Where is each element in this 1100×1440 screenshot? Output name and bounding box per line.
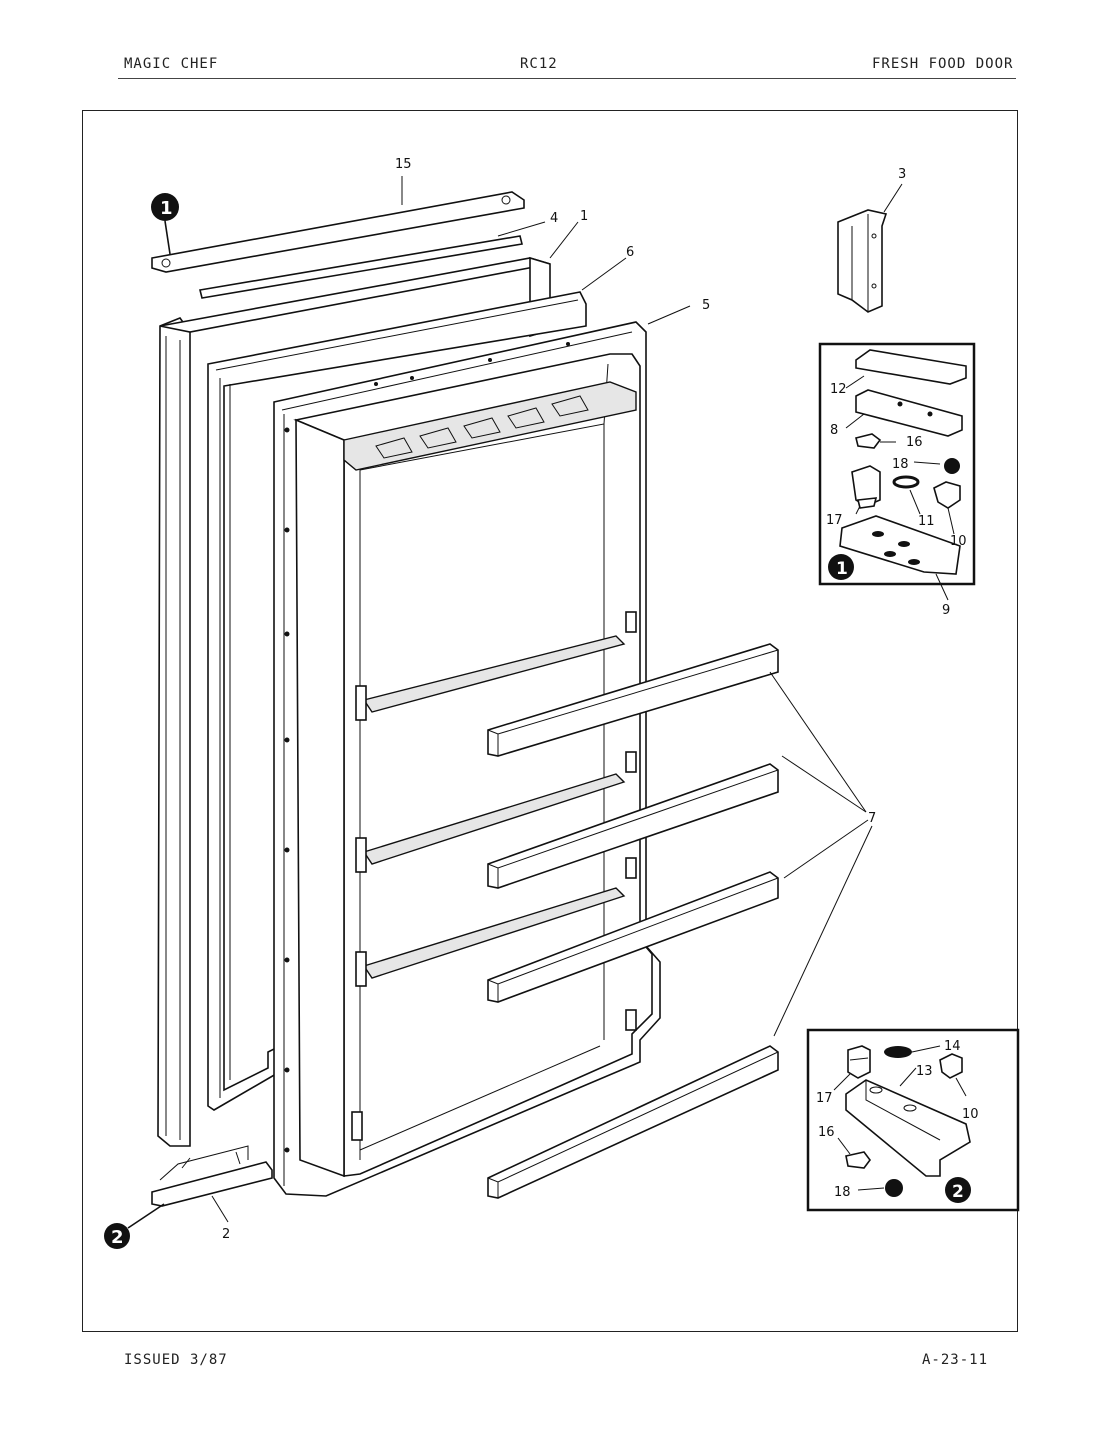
marker-1-top: 1 bbox=[151, 193, 179, 255]
callout-15: 15 bbox=[395, 157, 412, 172]
callout-12: 12 bbox=[830, 382, 847, 397]
diagram-frame bbox=[82, 110, 1018, 1332]
part-3-hinge-cover bbox=[837, 209, 888, 313]
part-15-top-strip bbox=[151, 191, 525, 273]
callout-16-bottom: 16 bbox=[818, 1125, 835, 1140]
callout-6: 6 bbox=[626, 245, 634, 260]
callout-17-bottom: 17 bbox=[816, 1091, 833, 1106]
header-section: FRESH FOOD DOOR bbox=[872, 56, 1014, 72]
callout-14: 14 bbox=[944, 1039, 961, 1054]
part-4-trim bbox=[199, 235, 523, 299]
callout-7: 7 bbox=[868, 811, 876, 826]
leader-3 bbox=[883, 183, 903, 213]
callout-9: 9 bbox=[942, 603, 950, 618]
header-model: RC12 bbox=[520, 56, 558, 72]
svg-text:1: 1 bbox=[836, 559, 848, 579]
leader-5 bbox=[647, 305, 691, 325]
callout-11: 11 bbox=[918, 514, 935, 529]
leader-1 bbox=[549, 221, 579, 259]
svg-text:2: 2 bbox=[952, 1182, 964, 1202]
callout-1: 1 bbox=[580, 209, 588, 224]
callout-2: 2 bbox=[222, 1227, 230, 1242]
header-rule bbox=[118, 78, 1016, 79]
callout-10-bottom: 10 bbox=[962, 1107, 979, 1122]
header-brand: MAGIC CHEF bbox=[124, 56, 219, 72]
svg-text:1: 1 bbox=[160, 198, 173, 219]
callout-3: 3 bbox=[898, 167, 906, 182]
part-5-door-liner bbox=[273, 321, 661, 1197]
callout-10-top: 10 bbox=[950, 534, 967, 549]
callout-18-bottom: 18 bbox=[834, 1185, 851, 1200]
callout-16-top: 16 bbox=[906, 435, 923, 450]
part-2-bottom-strip bbox=[151, 1145, 273, 1207]
part-7-shelf-bars bbox=[487, 643, 779, 1199]
callout-8: 8 bbox=[830, 423, 838, 438]
callout-5: 5 bbox=[702, 298, 710, 313]
callout-18-top: 18 bbox=[892, 457, 909, 472]
inset-top-hinge: 1 bbox=[818, 342, 976, 601]
liner-screws bbox=[284, 342, 570, 1153]
callout-13: 13 bbox=[916, 1064, 933, 1079]
leader-4 bbox=[497, 221, 546, 237]
callout-4: 4 bbox=[550, 211, 558, 226]
leader-6 bbox=[581, 257, 627, 291]
inset-bottom-hinge: 2 bbox=[806, 1028, 1020, 1212]
callout-17-top: 17 bbox=[826, 513, 843, 528]
part-1-outer-door bbox=[157, 256, 551, 1147]
leader-2 bbox=[211, 1195, 229, 1223]
leaders-7 bbox=[769, 671, 873, 1037]
footer-issued: ISSUED 3/87 bbox=[124, 1352, 228, 1368]
svg-text:2: 2 bbox=[111, 1227, 124, 1248]
footer-page-code: A-23-11 bbox=[922, 1352, 989, 1368]
marker-2-bottom: 2 bbox=[104, 1203, 165, 1249]
part-6-gasket bbox=[207, 291, 587, 1111]
